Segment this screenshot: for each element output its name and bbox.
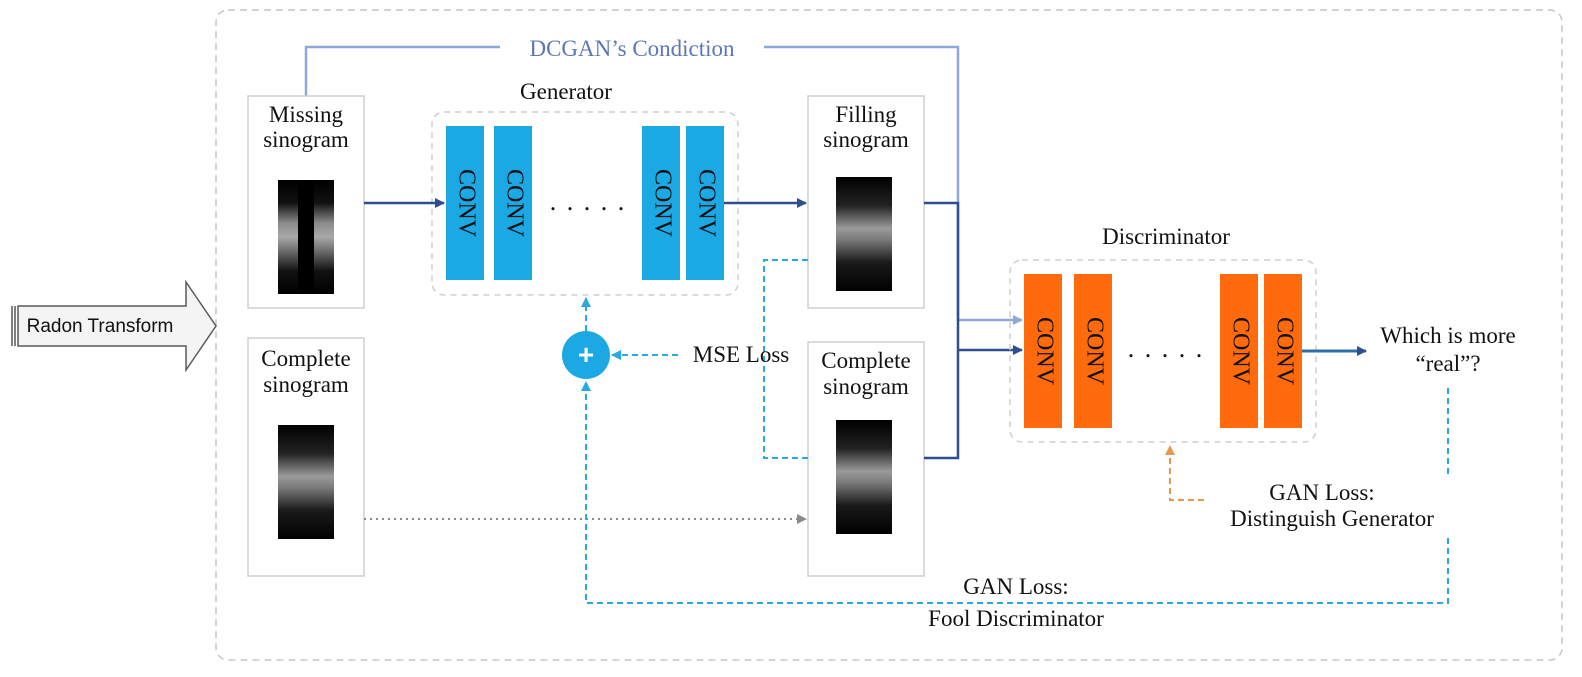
mse-loss-label: MSE Loss [693, 342, 790, 367]
generator-conv-label-1: CONV [453, 169, 479, 238]
generator-ellipsis: . . . . . [550, 187, 627, 216]
complete-sinogram-left-title-2: sinogram [263, 372, 349, 397]
generator-block-1: CONV [446, 126, 484, 280]
filling-sinogram-title-1: Filling [835, 102, 897, 127]
complete-sinogram-left-image [278, 425, 334, 539]
missing-sinogram-title-1: Missing [269, 102, 344, 127]
sum-symbol: + [578, 339, 594, 370]
discriminator-conv-label-2: CONV [1081, 317, 1107, 386]
mse-loss-path [763, 259, 808, 459]
discriminator-ellipsis: . . . . . [1128, 334, 1205, 363]
filling-sinogram-panel: Filling sinogram [807, 95, 925, 309]
generator-title: Generator [520, 79, 612, 104]
generator-conv-label-2: CONV [501, 169, 527, 238]
radon-transform-arrow: Radon Transform [11, 279, 217, 373]
generator-block-3: CONV [642, 126, 680, 280]
discriminator-block-1: CONV [1024, 274, 1062, 428]
gan-distinguish-loss-label-2: Distinguish Generator [1230, 506, 1434, 531]
filling-sinogram-image [836, 177, 892, 291]
radon-transform-label: Radon Transform [27, 316, 174, 337]
gan-fool-loss-label-1: GAN Loss: [963, 574, 1068, 599]
output-label-2: “real”? [1415, 351, 1480, 376]
complete-sinogram-right-image [836, 420, 892, 534]
discriminator-conv-label-3: CONV [1227, 317, 1253, 386]
arrow-filling-to-discriminator [924, 201, 960, 460]
outer-frame [215, 9, 1563, 661]
complete-sinogram-left-title-1: Complete [261, 346, 350, 371]
complete-sinogram-panel-left: Complete sinogram [247, 337, 365, 577]
gan-fool-loss-path [581, 381, 1449, 604]
gan-distinguish-loss-label-1: GAN Loss: [1269, 480, 1374, 505]
complete-sinogram-panel-right: Complete sinogram [807, 341, 925, 577]
discriminator-block-4: CONV [1264, 274, 1302, 428]
discriminator-block-2: CONV [1074, 274, 1112, 428]
filling-sinogram-title-2: sinogram [823, 127, 909, 152]
discriminator-title: Discriminator [1102, 224, 1230, 249]
discriminator-conv-label-1: CONV [1031, 317, 1057, 386]
complete-sinogram-right-title-1: Complete [821, 348, 910, 373]
generator-block-4: CONV [686, 126, 724, 280]
complete-sinogram-right-title-2: sinogram [823, 374, 909, 399]
gan-distinguish-label-bg [1208, 478, 1452, 536]
generator-conv-label-3: CONV [649, 169, 675, 238]
discriminator-conv-label-4: CONV [1271, 317, 1297, 386]
sum-node: + [562, 331, 610, 379]
output-label-1: Which is more [1380, 323, 1515, 348]
condition-label: DCGAN’s Condiction [529, 36, 735, 61]
missing-sinogram-panel: Missing sinogram [247, 95, 365, 309]
discriminator-block-3: CONV [1220, 274, 1258, 428]
generator-conv-label-4: CONV [693, 169, 719, 238]
gan-fool-loss-label-2: Fool Discriminator [928, 606, 1104, 631]
generator-block-2: CONV [494, 126, 532, 280]
missing-sinogram-title-2: sinogram [263, 127, 349, 152]
